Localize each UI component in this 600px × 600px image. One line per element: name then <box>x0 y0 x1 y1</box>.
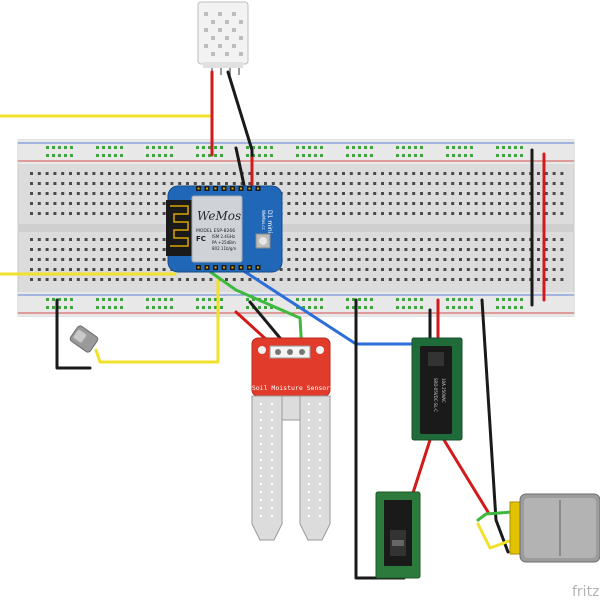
power-rail-holes <box>46 146 523 309</box>
fritzing-watermark: fritz <box>572 584 599 600</box>
board-top-header <box>196 186 261 191</box>
board-bottom-header <box>196 265 261 270</box>
green-wire-motor <box>476 510 514 522</box>
soil-sensor-label: Soil Moisture Sensor <box>252 384 330 392</box>
red-wire-jack <box>410 438 432 498</box>
red-wire-motor <box>442 438 490 514</box>
board-model-line3: ISM 2.4GHz <box>212 234 235 239</box>
dc-motor <box>509 493 600 563</box>
black-wire-tilt <box>55 298 92 370</box>
board-model-line5: 802.11b/g/n <box>212 246 237 251</box>
green-wire-soil <box>200 264 304 354</box>
board-model-line1: MODEL ESP-8266 <box>196 228 235 234</box>
board-side-label2: WeMos.cc <box>261 210 266 230</box>
yellow-wire-tilt <box>94 278 220 364</box>
black-wire-gnd-short <box>234 146 246 187</box>
relay-label2: 10A 250VAC <box>441 378 446 403</box>
board-side-label: D1 mini <box>266 210 273 234</box>
breadboard <box>17 139 575 317</box>
dc-barrel-jack <box>375 491 421 579</box>
yellow-wire-motor <box>476 522 514 550</box>
board-brand: WeMos <box>197 209 241 223</box>
wemos-d1-mini-board: WeMos MODEL ESP-8266 FC ISM 2.4GHz PA +2… <box>166 185 283 273</box>
soil-moisture-sensor: Soil Moisture Sensor <box>251 337 331 541</box>
tilt-switch-sensor <box>69 325 99 353</box>
relay-module: SRD-05VDC-SL-C 10A 250VAC <box>411 337 463 441</box>
board-model-line4: PA +25dBm <box>212 240 236 245</box>
relay-label1: SRD-05VDC-SL-C <box>433 378 438 412</box>
board-model-line2: FC <box>196 235 206 243</box>
dht-humidity-sensor <box>197 1 249 75</box>
